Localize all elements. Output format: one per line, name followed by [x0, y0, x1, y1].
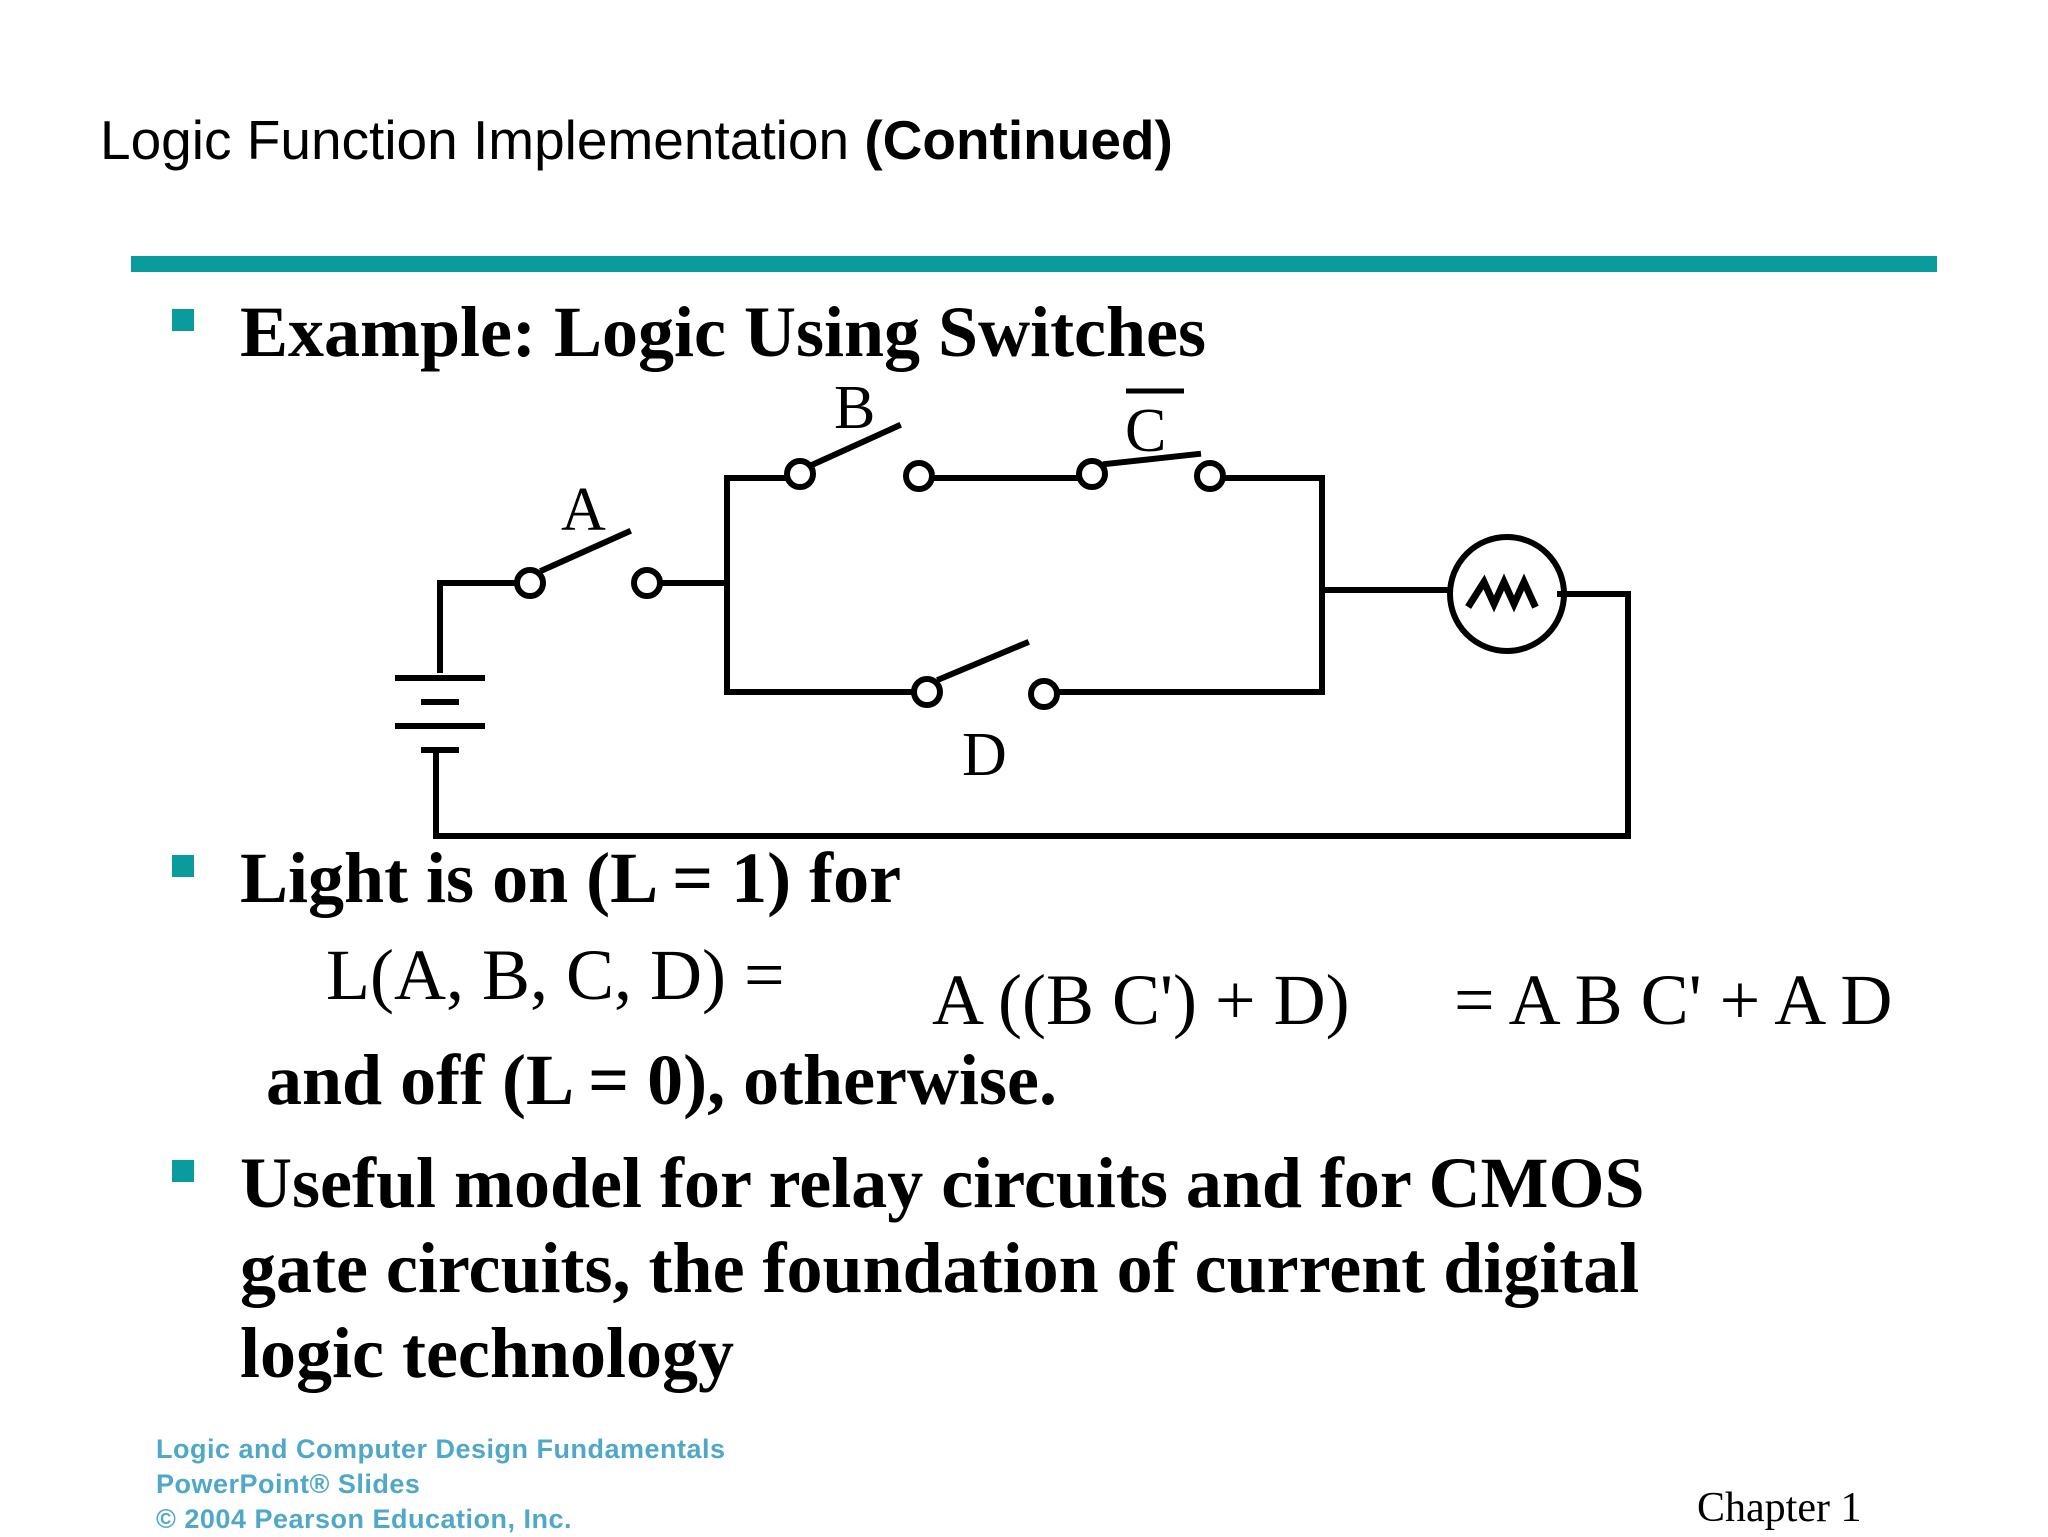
equation-middle: A ((B C') + D) — [932, 960, 1350, 1040]
bullet-model-line-2: gate circuits, the foundation of current… — [240, 1228, 1640, 1308]
switch-a-blade — [539, 528, 632, 574]
bullet-marker — [172, 1160, 194, 1182]
switch-b-blade — [810, 422, 902, 468]
bullet-model-line-3: logic technology — [240, 1313, 734, 1393]
logo-line-3: © 2004 Pearson Education, Inc. — [156, 1504, 573, 1534]
switch-a-contact-right — [631, 567, 663, 599]
logo-line-2: PowerPoint® Slides — [156, 1469, 421, 1499]
switch-d-blade — [936, 639, 1030, 683]
chapter-label: Chapter 1 — [1697, 1485, 1862, 1531]
bullet-model-line-1: Useful model for relay circuits and for … — [240, 1143, 1645, 1223]
equation-right: = A B C' + A D — [1454, 960, 1893, 1040]
switch-c-label: C — [1125, 397, 1166, 465]
switch-c-contact-right — [1194, 460, 1226, 492]
equation-left: L(A, B, C, D) = — [326, 935, 785, 1015]
switch-a-contact-left — [514, 567, 546, 599]
bullet-marker — [172, 855, 194, 877]
slide-title-suffix: (Continued) — [864, 109, 1173, 171]
bullet-light-on-text: Light is on (L = 1) for — [240, 838, 902, 918]
bullet-light-off-text: and off (L = 0), otherwise. — [266, 1040, 1057, 1120]
switch-b-contact-right — [903, 460, 935, 492]
switch-d-contact-left — [911, 676, 943, 708]
bullet-example-text: Example: Logic Using Switches — [240, 292, 1207, 372]
logo-line-1: Logic and Computer Design Fundamentals — [156, 1434, 726, 1464]
switch-c-blade — [1102, 450, 1202, 468]
switch-a-label: A — [561, 476, 606, 544]
slide-title: Logic Function Implementation (Continued… — [100, 108, 1173, 172]
switch-b-contact-left — [784, 458, 816, 490]
bullet-marker — [172, 309, 194, 331]
switch-d-contact-right — [1028, 678, 1060, 710]
switch-d-label: D — [962, 721, 1007, 789]
title-divider — [131, 256, 1937, 272]
slide-title-main: Logic Function Implementation — [100, 109, 850, 171]
lamp-filament-icon — [1465, 573, 1539, 613]
switch-b-label: B — [834, 374, 875, 442]
switch-c-contact-left — [1076, 458, 1108, 490]
lamp-bulb-icon — [1447, 534, 1567, 654]
publisher-logo: Logic and Computer Design Fundamentals P… — [156, 1432, 726, 1537]
